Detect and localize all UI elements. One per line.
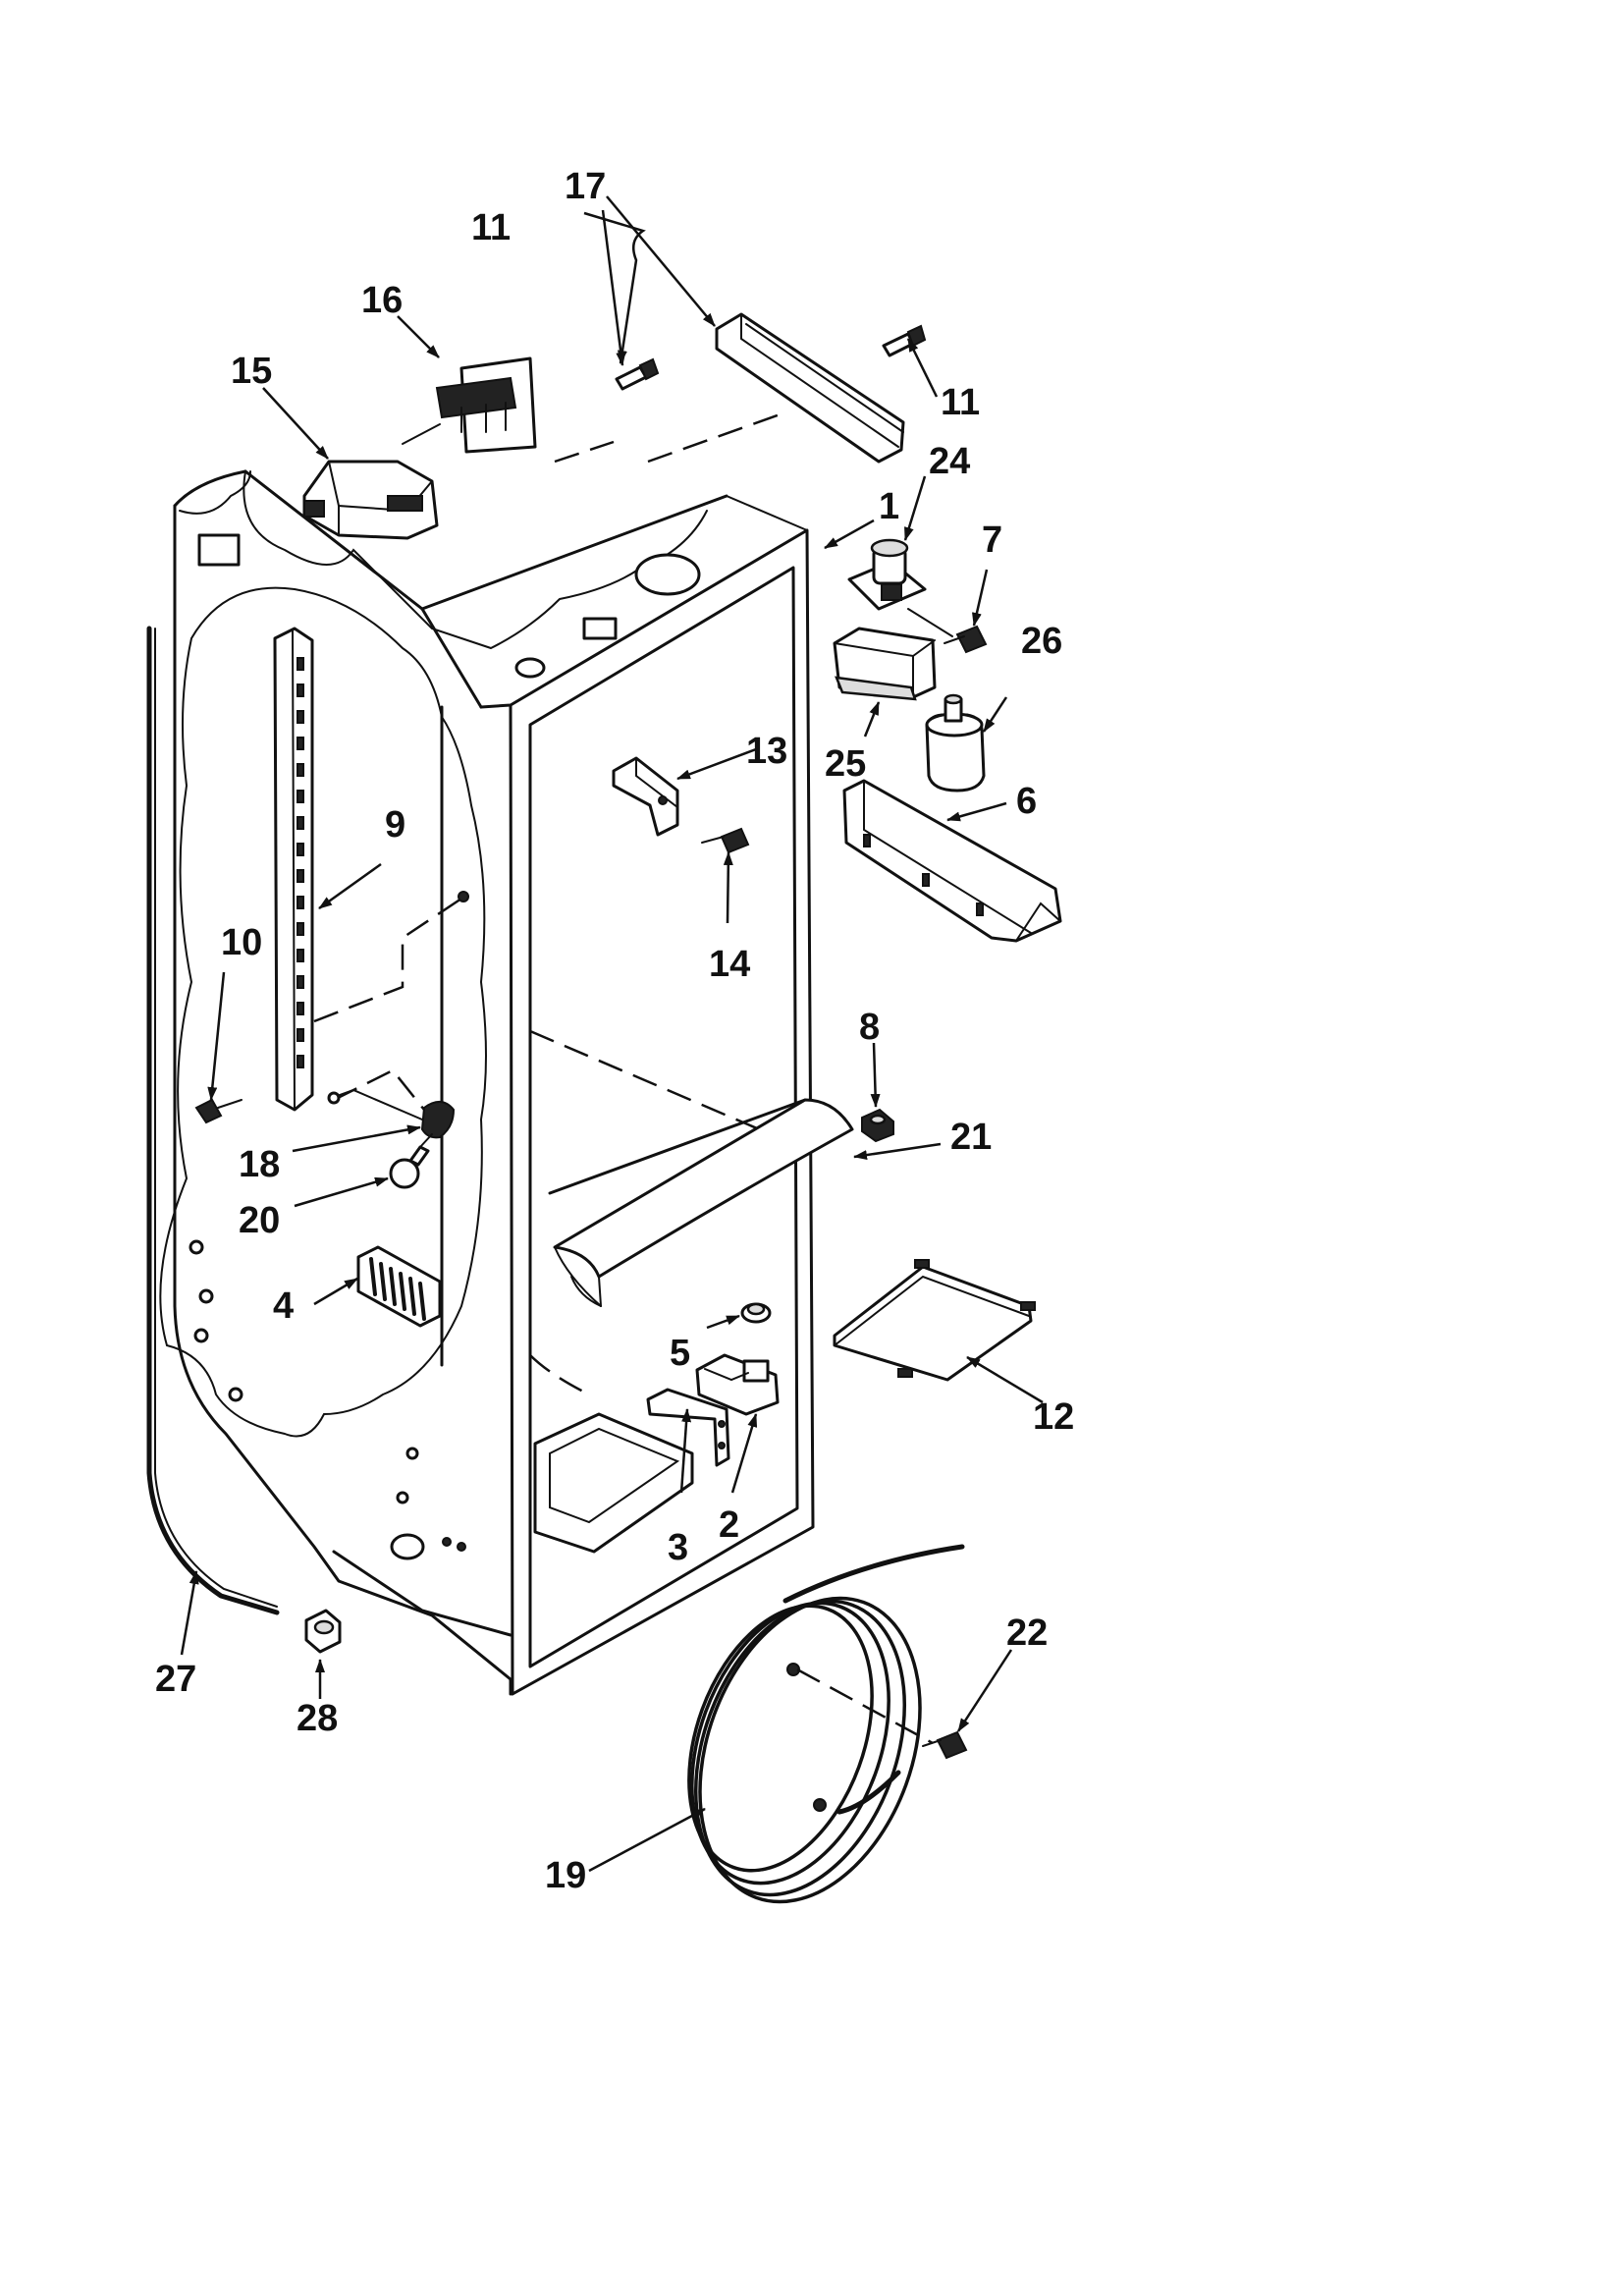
louvre-slot <box>389 1267 397 1306</box>
bulb-20 <box>389 1133 433 1189</box>
ladder-slot <box>297 790 304 803</box>
side-hole <box>396 1491 409 1504</box>
ladder-slot <box>297 975 304 989</box>
nut-28 <box>304 1609 342 1654</box>
louvre-slot <box>369 1257 377 1296</box>
housing-25 <box>833 627 937 701</box>
filter-26 <box>925 693 986 793</box>
callout-7: 7 <box>982 519 1002 561</box>
callout-6: 6 <box>1016 781 1037 822</box>
ladder-slot <box>297 657 304 671</box>
ladder-slot <box>297 1002 304 1015</box>
side-hole <box>405 1447 419 1460</box>
leader-15 <box>402 423 441 445</box>
side-hole <box>189 1239 204 1255</box>
callout-16: 16 <box>361 280 403 321</box>
callout-22: 22 <box>1006 1613 1048 1654</box>
top-opening <box>634 553 701 596</box>
cabinet-liner <box>159 469 815 1696</box>
wire-end <box>458 891 469 902</box>
louvre-4 <box>356 1245 442 1328</box>
ladder-slot <box>297 843 304 856</box>
louvre-slot <box>408 1277 416 1316</box>
ladder-slot <box>297 869 304 883</box>
callout-25: 25 <box>825 743 866 785</box>
leader-lines <box>180 195 1044 1873</box>
louvre-slot <box>418 1282 426 1321</box>
tube-coil-19 <box>687 1544 965 1904</box>
ladder-slot <box>297 922 304 936</box>
side-hole <box>442 1537 452 1547</box>
callout-24: 24 <box>929 441 970 482</box>
callout-14: 14 <box>709 944 750 985</box>
callout-28: 28 <box>297 1698 338 1739</box>
lamp-socket-18 <box>327 1088 456 1139</box>
louvre-slot <box>379 1262 387 1301</box>
side-hole <box>228 1387 243 1402</box>
callout-12: 12 <box>1033 1396 1074 1438</box>
ladder-slot <box>297 737 304 750</box>
callout-2: 2 <box>719 1504 739 1546</box>
control-housing-15 <box>302 460 439 540</box>
vent-opening <box>197 533 241 567</box>
ladder-slot <box>297 763 304 777</box>
ladder-slot <box>297 1055 304 1068</box>
callout-20: 20 <box>239 1200 280 1241</box>
screw-14 <box>701 827 750 854</box>
callout-1: 1 <box>879 486 899 527</box>
bracket-16 <box>435 356 537 454</box>
top-hole <box>514 657 546 679</box>
ladder-slot <box>297 896 304 909</box>
callout-19: 19 <box>545 1855 586 1896</box>
ladder-slot <box>297 816 304 830</box>
side-hole <box>390 1533 425 1560</box>
screw-22 <box>922 1730 968 1760</box>
channel-17 <box>715 312 905 464</box>
callout-11-top: 11 <box>471 207 511 248</box>
callout-5: 5 <box>670 1333 690 1374</box>
cover-21 <box>553 1098 854 1307</box>
screw-11a <box>615 357 660 391</box>
screw-11b <box>882 324 927 357</box>
ladder-slot <box>297 710 304 724</box>
plug-8 <box>861 1108 894 1143</box>
callout-9: 9 <box>385 804 405 846</box>
callout-21: 21 <box>950 1117 992 1158</box>
callout-17: 17 <box>565 166 606 207</box>
bracket-3 <box>646 1388 730 1467</box>
callout-26: 26 <box>1021 621 1062 662</box>
callout-27: 27 <box>155 1659 196 1700</box>
side-hole <box>198 1288 214 1304</box>
screw-10 <box>194 1098 243 1124</box>
callout-10: 10 <box>221 922 262 963</box>
louvre-slot <box>399 1272 406 1311</box>
bracket-2 <box>695 1353 780 1416</box>
callout-18: 18 <box>239 1144 280 1185</box>
callout-4: 4 <box>273 1285 294 1327</box>
shelf-ladder <box>273 627 314 1112</box>
callout-labels: 11 17 11 16 15 1 24 7 26 25 13 14 6 9 10… <box>155 166 1074 1896</box>
callout-8: 8 <box>859 1007 880 1048</box>
tube-27 <box>146 626 280 1615</box>
callout-3: 3 <box>668 1527 688 1568</box>
grommet-5 <box>740 1302 772 1324</box>
ladder-slot <box>297 683 304 697</box>
callout-15: 15 <box>231 351 272 392</box>
callout-13: 13 <box>746 731 787 772</box>
side-hole <box>457 1542 466 1552</box>
side-hole <box>193 1328 209 1343</box>
valve-24 <box>847 538 927 611</box>
duct-6 <box>842 779 1062 943</box>
callout-11-right: 11 <box>941 382 980 423</box>
top-slot <box>582 617 618 640</box>
ladder-slot <box>297 1028 304 1042</box>
screw-7 <box>944 625 988 654</box>
bracket-13 <box>612 756 679 837</box>
shelf-12 <box>833 1259 1036 1382</box>
ladder-slot <box>297 949 304 962</box>
